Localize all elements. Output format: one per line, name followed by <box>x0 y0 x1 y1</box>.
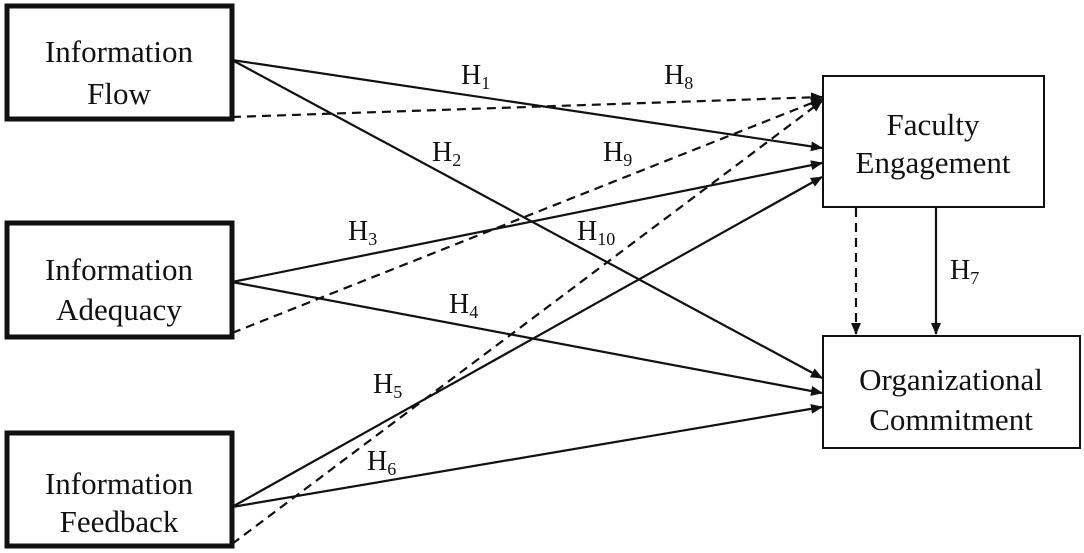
node-label-line1: Information <box>45 252 194 287</box>
node-box <box>4 3 235 122</box>
node-label-line2: Engagement <box>856 145 1011 180</box>
node-label-line2: Adequacy <box>56 292 182 327</box>
hypothesis-label-h9: H9 <box>603 137 632 170</box>
node-label-line2: Commitment <box>869 402 1033 437</box>
edge-h9-adequacy-to-engagement-dashed <box>231 97 823 335</box>
hypothesis-label-h10: H10 <box>577 216 615 249</box>
hypothesis-label-h5: H5 <box>373 369 402 402</box>
node-information-flow: Information Flow <box>4 3 235 122</box>
edge-h3-adequacy-to-engagement <box>231 160 823 284</box>
edge-h5-feedback-to-engagement <box>231 176 823 508</box>
edge-h8-flow-to-engagement-dashed <box>231 92 823 119</box>
node-box <box>4 220 235 340</box>
hypothesis-label-h7: H7 <box>950 255 979 288</box>
node-label-line1: Organizational <box>859 362 1043 397</box>
node-label-line1: Faculty <box>887 107 980 142</box>
edge-h10-feedback-to-engagement-dashed <box>231 100 823 545</box>
edge-h1-flow-to-engagement <box>231 58 823 152</box>
edge-h6-feedback-to-commitment <box>231 403 823 509</box>
node-organizational-commitment: Organizational Commitment <box>822 335 1081 449</box>
node-box <box>822 335 1081 449</box>
hypothesis-label-h3: H3 <box>348 216 377 249</box>
node-information-adequacy: Information Adequacy <box>4 220 235 340</box>
hypothesis-label-h1: H1 <box>461 60 490 93</box>
node-label-line2: Feedback <box>60 504 179 539</box>
node-faculty-engagement: Faculty Engagement <box>822 75 1045 208</box>
node-box <box>822 75 1045 208</box>
node-label-line1: Information <box>45 34 194 69</box>
hypothesis-label-h6: H6 <box>367 446 396 479</box>
node-box <box>4 430 235 549</box>
edge-h4-adequacy-to-commitment <box>231 280 823 396</box>
hypothesis-label-h4: H4 <box>449 289 478 322</box>
node-information-feedback: Information Feedback <box>4 430 235 549</box>
edge-h2-flow-to-commitment <box>231 59 823 379</box>
edges <box>231 58 941 545</box>
node-label-line2: Flow <box>87 76 151 111</box>
hypothesis-label-h8: H8 <box>664 60 693 93</box>
node-label-line1: Information <box>45 466 194 501</box>
hypothesis-labels: H1 H8 H2 H9 H3 H10 H7 H4 H5 H6 <box>348 60 979 479</box>
hypothesis-label-h2: H2 <box>432 137 461 170</box>
